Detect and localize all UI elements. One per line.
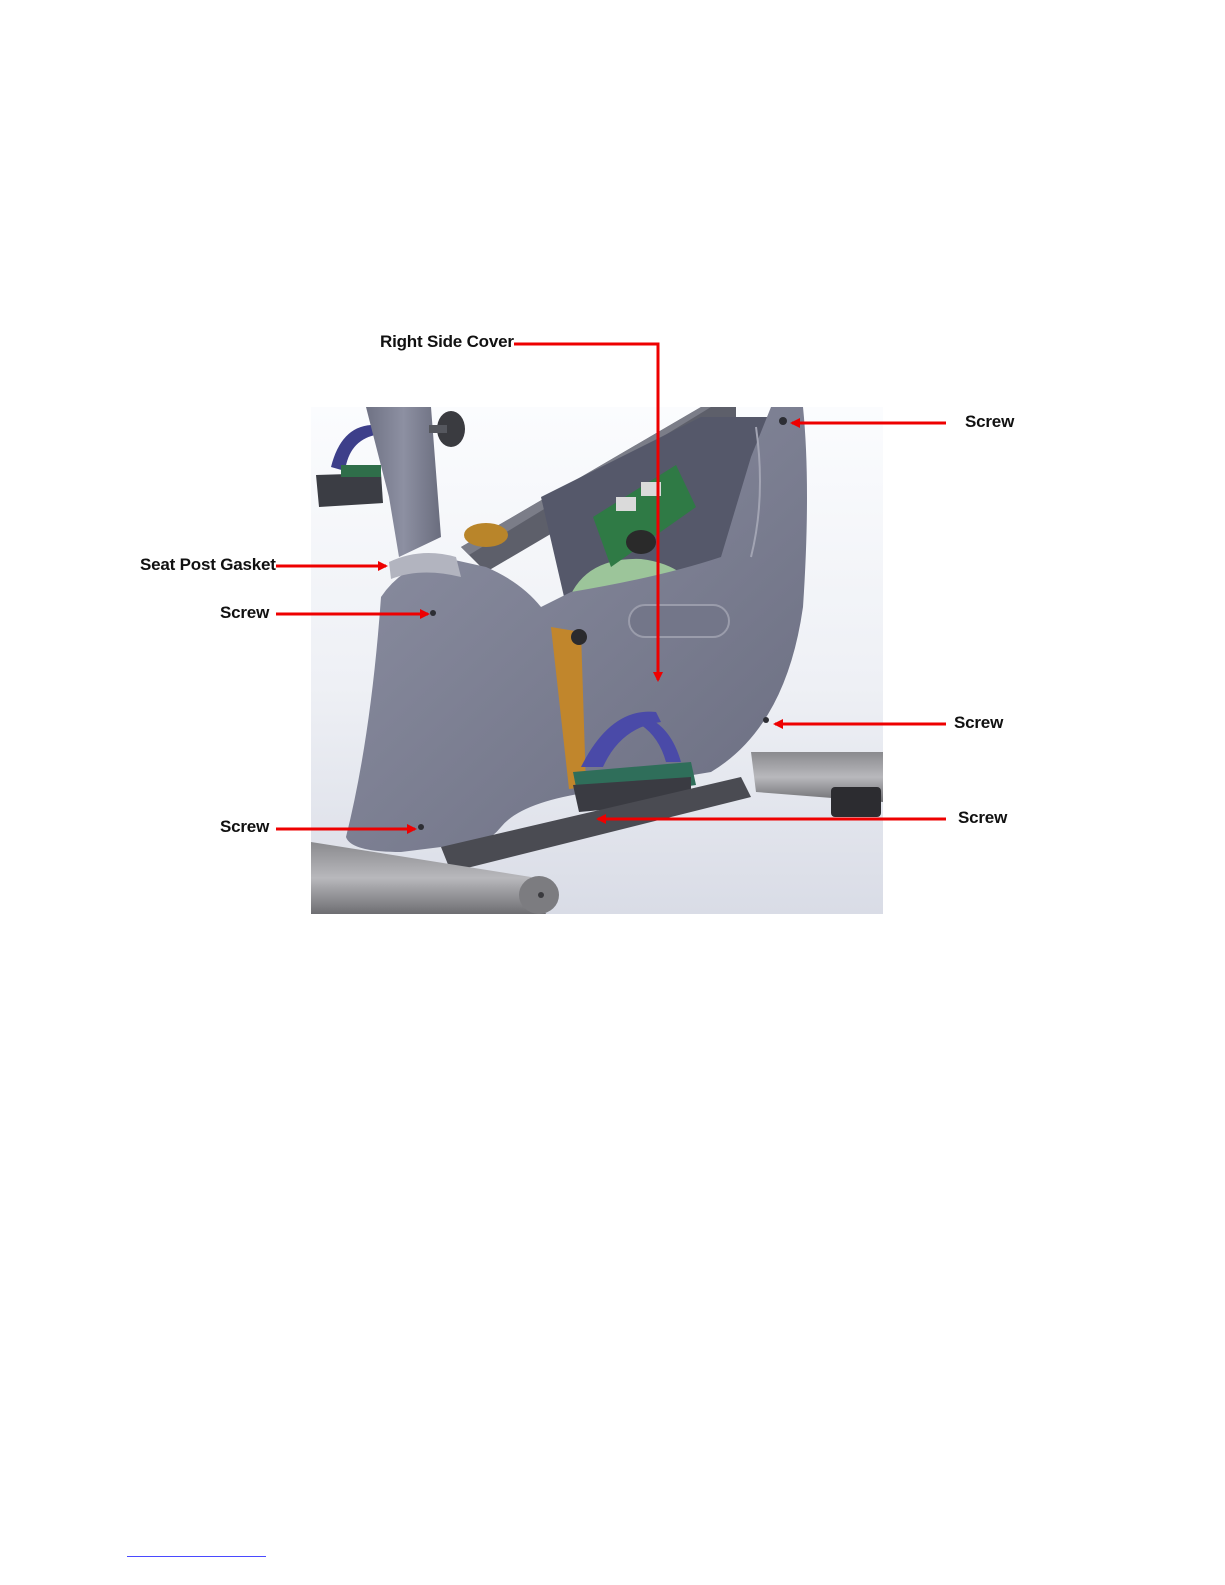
rear-stabilizer — [751, 752, 883, 817]
footnote-separator — [127, 1556, 266, 1557]
label-right-side-cover: Right Side Cover — [380, 332, 514, 352]
label-screw-right-middle: Screw — [954, 713, 1003, 733]
bike-frame-illustration — [311, 407, 883, 914]
label-screw-left-upper: Screw — [220, 603, 269, 623]
label-screw-right-lower: Screw — [958, 808, 1007, 828]
label-screw-left-lower: Screw — [220, 817, 269, 837]
label-seat-post-gasket: Seat Post Gasket — [140, 555, 276, 575]
exercise-bike-illustration — [311, 407, 883, 914]
rear-pedal — [316, 425, 383, 507]
label-screw-top-right: Screw — [965, 412, 1014, 432]
